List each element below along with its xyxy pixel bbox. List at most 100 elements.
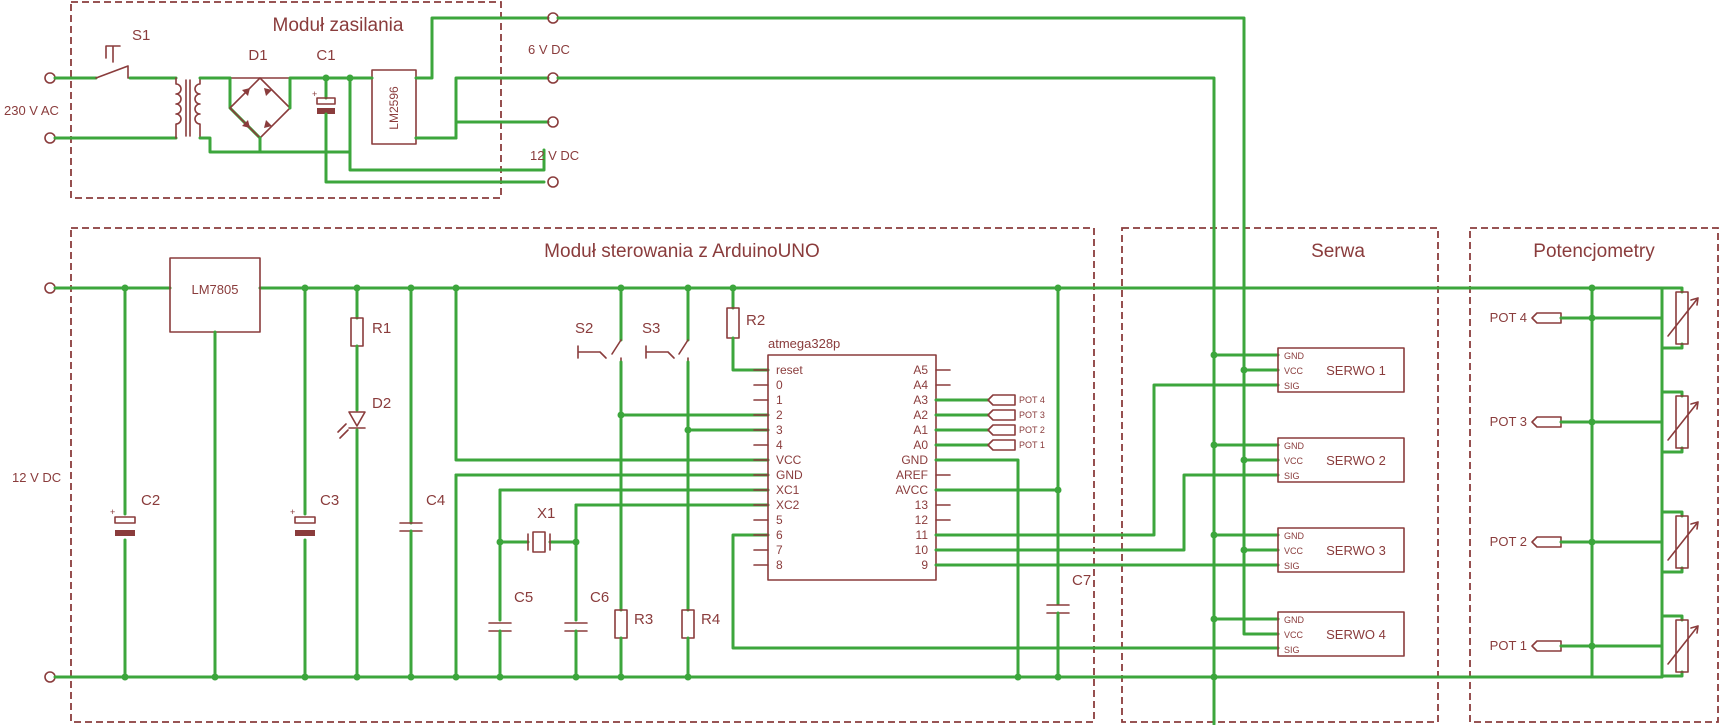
pot-junction — [1588, 418, 1596, 426]
mcu-right-pin-label: A2 — [913, 408, 928, 422]
servo-name: SERWO 4 — [1326, 627, 1386, 642]
switch-s1: S1 — [95, 27, 150, 79]
s2-label: S2 — [575, 320, 593, 337]
mcu-left-pin-label: XC2 — [776, 498, 800, 512]
control-input-label: 12 V DC — [12, 470, 61, 485]
servo-pin-label: GND — [1284, 351, 1305, 361]
servo-pin-label: SIG — [1284, 645, 1300, 655]
resistor-r3 — [614, 609, 628, 639]
c4-label: C4 — [426, 492, 445, 509]
pot-end-wires — [1660, 390, 1684, 454]
pot-module: POT 4 POT 3 POT 2 POT 1 — [1490, 284, 1699, 679]
regulator-lm2596: LM2596 — [371, 69, 417, 145]
control-module-frame — [70, 227, 1095, 723]
ac-input-label: 230 V AC — [4, 103, 59, 118]
servo-pin-label: VCC — [1284, 456, 1304, 466]
pot-junction — [1588, 642, 1596, 650]
potentiometer-4: POT 1 — [1490, 614, 1699, 678]
d1-label: D1 — [248, 47, 267, 64]
pot-arrow — [1667, 625, 1699, 665]
mcu-name: atmega328p — [768, 336, 840, 351]
pot-end-wires — [1660, 614, 1684, 678]
pot-name: POT 1 — [1490, 638, 1527, 653]
mcu-right-pin-label: A0 — [913, 438, 928, 452]
power-module: 230 V AC S1 D1 — [4, 12, 1280, 725]
c6-label: C6 — [590, 589, 609, 606]
servo-pin-label: GND — [1284, 531, 1305, 541]
mcu-right-pin-label: AREF — [896, 468, 928, 482]
switch-s2: S2 — [575, 286, 623, 612]
mcu-right-pin-label: A4 — [913, 378, 928, 392]
servo-module-title: Serwa — [1311, 241, 1365, 262]
servo-pin-label: SIG — [1284, 381, 1300, 391]
potentiometer-1: POT 4 — [1490, 286, 1699, 350]
mcu-right-pin-label: AVCC — [896, 483, 929, 497]
mcu-right-pin-label: 10 — [915, 543, 929, 557]
switch-s3: S3 — [642, 286, 690, 612]
capacitor-c1: + C1 — [312, 47, 546, 184]
pot-module-title: Potencjometry — [1533, 241, 1655, 262]
pot-body — [1675, 291, 1689, 345]
servo-pin-label: GND — [1284, 615, 1305, 625]
pot-tag-label: POT 4 — [1019, 395, 1045, 405]
control-module-title: Moduł sterowania z ArduinoUNO — [544, 241, 820, 262]
mcu-left-pin-label: VCC — [776, 453, 802, 467]
pot-arrow — [1667, 297, 1699, 337]
pot-body — [1675, 515, 1689, 569]
potentiometer-2: POT 3 — [1490, 390, 1699, 454]
servo-body — [1277, 437, 1405, 483]
pot-module-frame — [1469, 227, 1719, 723]
resistor-r4 — [681, 609, 695, 639]
pot-input-tag — [1531, 536, 1562, 548]
servo-name: SERWO 3 — [1326, 543, 1386, 558]
pot-input-tag — [1531, 640, 1562, 652]
pot-name: POT 4 — [1490, 310, 1527, 325]
potentiometer-3: POT 2 — [1490, 510, 1699, 574]
capacitor-c4: C4 — [399, 286, 445, 679]
mcu-right-pin-label: 9 — [921, 558, 928, 572]
crystal-x1: X1 — [498, 488, 770, 553]
mcu-left-pin-label: 8 — [776, 558, 783, 572]
servo-body — [1277, 347, 1405, 393]
pot-end-wires — [1660, 510, 1684, 574]
mcu-right-pin-label: A3 — [913, 393, 928, 407]
pot-tag-flag — [987, 394, 1016, 406]
out12-label: 12 V DC — [530, 148, 579, 163]
pot-tag-flag — [987, 409, 1016, 421]
servo-pin-label: GND — [1284, 441, 1305, 451]
regulator-lm7805: LM7805 — [169, 257, 261, 333]
mcu-left-pin-label: 5 — [776, 513, 783, 527]
servo-body — [1277, 611, 1405, 657]
resistor-r2 — [726, 307, 740, 339]
pot-tag-flag — [987, 439, 1016, 451]
capacitor-c3: + C3 — [290, 286, 339, 679]
r1-label: R1 — [372, 320, 391, 337]
pot-body — [1675, 619, 1689, 673]
c7-label: C7 — [1072, 572, 1091, 589]
bridge-rectifier-d1: D1 — [228, 47, 291, 140]
r4-label: R4 — [701, 611, 720, 628]
servo-pin-label: VCC — [1284, 546, 1304, 556]
pot-junction — [1588, 538, 1596, 546]
mcu-right-pin-label: 13 — [915, 498, 929, 512]
svg-text:+: + — [110, 507, 115, 517]
c3-label: C3 — [320, 492, 339, 509]
pot-body — [1675, 395, 1689, 449]
servo-pin-label: SIG — [1284, 561, 1300, 571]
mcu-right-pin-label: A5 — [913, 363, 928, 377]
mcu-left-pin-label: 3 — [776, 423, 783, 437]
svg-text:+: + — [290, 507, 295, 517]
mcu-left-pin-label: reset — [776, 363, 803, 377]
transformer — [175, 77, 201, 139]
mcu-left-pin-label: 7 — [776, 543, 783, 557]
out6-label: 6 V DC — [528, 42, 570, 57]
s1-label: S1 — [132, 27, 150, 44]
pot-input-tag — [1531, 416, 1562, 428]
servo-name: SERWO 1 — [1326, 363, 1386, 378]
x1-label: X1 — [537, 505, 555, 522]
pot-tag-label: POT 2 — [1019, 425, 1045, 435]
